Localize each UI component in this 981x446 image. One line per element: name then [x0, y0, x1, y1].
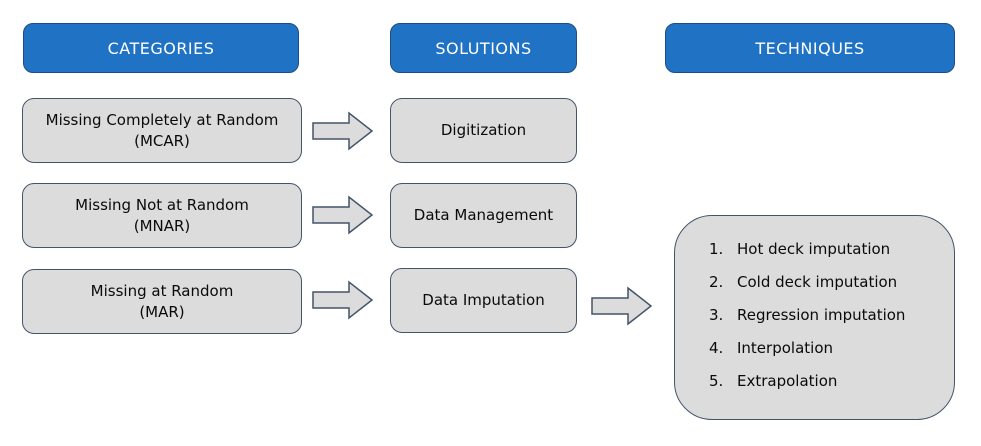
right-arrow-icon [312, 111, 374, 151]
techniques-header-label: TECHNIQUES [755, 38, 865, 58]
categories-header-label: CATEGORIES [107, 38, 215, 58]
category-mar-line2: (MAR) [139, 302, 185, 321]
technique-item: 3. Regression imputation [709, 306, 934, 339]
technique-label: Extrapolation [737, 372, 838, 390]
category-mar-line1: Missing at Random [90, 281, 234, 300]
category-mcar-line1: Missing Completely at Random [45, 110, 279, 129]
techniques-header: TECHNIQUES [665, 23, 955, 73]
right-arrow-icon [312, 195, 374, 235]
technique-number: 3. [709, 306, 724, 324]
technique-label: Regression imputation [737, 306, 906, 324]
technique-number: 1. [709, 240, 724, 258]
technique-item: 5. Extrapolation [709, 372, 934, 405]
techniques-list-box: 1. Hot deck imputation 2. Cold deck impu… [674, 215, 955, 420]
technique-number: 4. [709, 339, 724, 357]
solution-box-data-management: Data Management [390, 183, 577, 248]
technique-label: Hot deck imputation [737, 240, 891, 258]
category-box-mar: Missing at Random (MAR) [22, 269, 302, 334]
solution-data-management-label: Data Management [413, 206, 554, 224]
category-mnar-line1: Missing Not at Random [75, 195, 249, 214]
solution-digitization-label: Digitization [440, 121, 527, 139]
technique-number: 2. [709, 273, 724, 291]
technique-number: 5. [709, 372, 724, 390]
technique-item: 2. Cold deck imputation [709, 273, 934, 306]
technique-item: 4. Interpolation [709, 339, 934, 372]
category-box-mnar: Missing Not at Random (MNAR) [22, 183, 302, 248]
solutions-header: SOLUTIONS [390, 23, 577, 73]
right-arrow-icon [591, 286, 653, 326]
technique-item: 1. Hot deck imputation [709, 240, 934, 273]
solution-box-digitization: Digitization [390, 98, 577, 163]
solution-data-imputation-label: Data Imputation [422, 291, 545, 309]
category-mcar-line2: (MCAR) [134, 131, 190, 150]
category-box-mcar: Missing Completely at Random (MCAR) [22, 98, 302, 163]
technique-label: Cold deck imputation [737, 273, 898, 291]
categories-header: CATEGORIES [23, 23, 299, 73]
solutions-header-label: SOLUTIONS [435, 38, 532, 58]
category-mnar-line2: (MNAR) [133, 216, 191, 235]
technique-label: Interpolation [737, 339, 833, 357]
right-arrow-icon [312, 280, 374, 320]
solution-box-data-imputation: Data Imputation [390, 268, 577, 333]
